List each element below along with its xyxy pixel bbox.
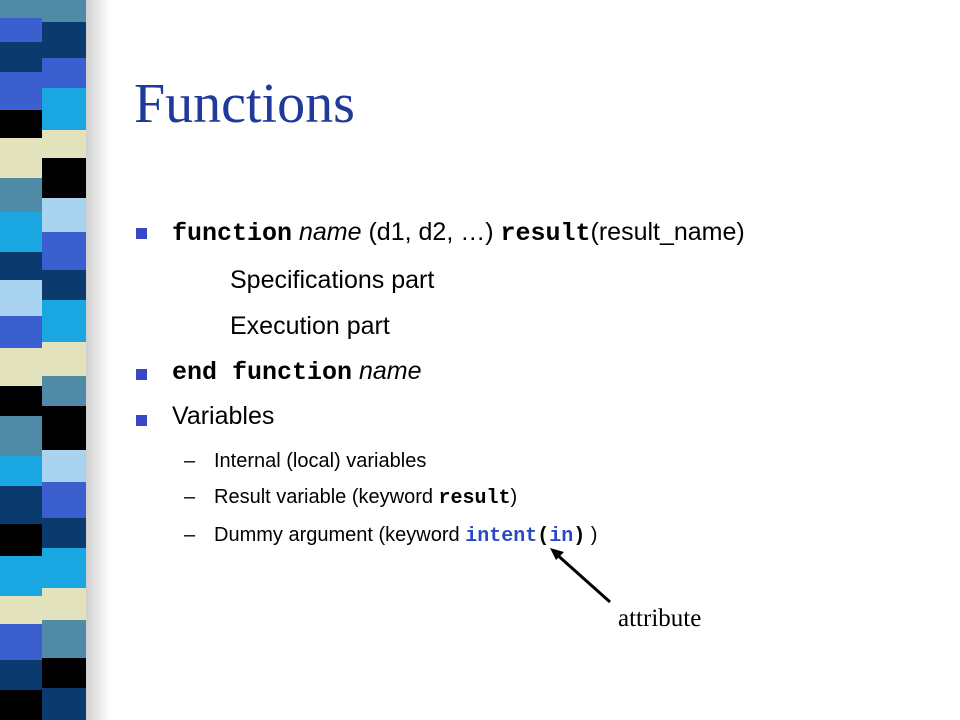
stripe-block: [0, 42, 42, 72]
subitem-text-post: ): [510, 486, 518, 508]
function-name-placeholder: name: [298, 218, 362, 246]
stripe-block: [0, 18, 42, 42]
result-args: (result_name): [590, 218, 745, 246]
keyword-function: function: [172, 219, 293, 248]
stripe-block: [42, 22, 86, 58]
subitem-text: Result variable (keyword: [214, 486, 439, 508]
keyword-intent: intent: [465, 525, 538, 548]
subitem-text: Dummy argument (keyword: [214, 524, 466, 546]
subitem-internal-variables: –Internal (local) variables: [184, 451, 426, 471]
stripe-block: [42, 688, 86, 720]
stripe-block: [42, 270, 86, 300]
stripe-block: [42, 376, 86, 406]
keyword-paren-open: (: [537, 525, 550, 548]
keyword-result-inline: result: [438, 487, 511, 510]
stripe-block: [42, 198, 86, 232]
stripe-block: [0, 556, 42, 596]
stripe-block: [0, 486, 42, 524]
stripe-block: [0, 416, 42, 456]
stripe-block: [0, 524, 42, 556]
stripe-block: [0, 456, 42, 486]
function-args: (d1, d2, …): [368, 218, 494, 246]
stripe-block: [42, 518, 86, 548]
specifications-part: Specifications part: [230, 266, 435, 294]
stripe-block: [0, 386, 42, 416]
bullet-marker: [136, 415, 147, 426]
stripe-block: [42, 406, 86, 450]
function-signature-line: function name (d1, d2, …) result(result_…: [172, 218, 745, 248]
stripe-block: [42, 158, 86, 198]
stripe-block: [42, 130, 86, 158]
subitem-text: Internal (local) variables: [214, 450, 427, 472]
stripe-block: [42, 342, 86, 376]
keyword-in: in: [549, 525, 574, 548]
stripe-block: [0, 178, 42, 212]
stripe-block: [0, 660, 42, 690]
stripe-block: [0, 72, 42, 110]
decorative-stripe: [0, 0, 110, 720]
stripe-block: [0, 348, 42, 386]
bullet-marker: [136, 369, 147, 380]
stripe-shadow: [86, 0, 110, 720]
keyword-paren-close: ): [573, 525, 586, 548]
stripe-block: [42, 300, 86, 342]
stripe-block: [42, 88, 86, 130]
stripe-block: [42, 620, 86, 658]
keyword-result: result: [500, 219, 591, 248]
stripe-block: [0, 252, 42, 280]
stripe-block: [0, 212, 42, 252]
end-function-line: end function name: [172, 357, 422, 387]
subitem-dummy-argument: –Dummy argument (keyword intent(in) ): [184, 525, 597, 547]
stripe-blocks: [0, 0, 86, 720]
stripe-block: [0, 316, 42, 348]
stripe-block: [42, 658, 86, 688]
stripe-block: [42, 482, 86, 518]
end-function-name: name: [358, 357, 422, 385]
subitem-dash: –: [184, 450, 196, 472]
stripe-block: [42, 58, 86, 88]
stripe-block: [42, 588, 86, 620]
subitem-text-post: ): [585, 524, 598, 546]
stripe-block: [42, 0, 86, 22]
stripe-block: [0, 280, 42, 316]
subitem-dash: –: [184, 486, 196, 508]
subitem-result-variable: –Result variable (keyword result): [184, 487, 517, 509]
slide-title: Functions: [134, 73, 355, 135]
stripe-block: [42, 232, 86, 270]
attribute-annotation: attribute: [618, 605, 702, 632]
stripe-block: [0, 0, 42, 18]
execution-part: Execution part: [230, 312, 390, 340]
stripe-block: [0, 138, 42, 178]
bullet-marker: [136, 228, 147, 239]
stripe-block: [0, 690, 42, 720]
stripe-block: [0, 624, 42, 660]
annotation-arrow: [550, 548, 611, 604]
stripe-block: [42, 548, 86, 588]
stripe-block: [42, 450, 86, 482]
stripe-block: [0, 596, 42, 624]
stripe-block: [0, 110, 42, 138]
subitem-dash: –: [184, 524, 196, 546]
keyword-end-function: end function: [172, 358, 353, 387]
variables-heading: Variables: [172, 402, 275, 430]
